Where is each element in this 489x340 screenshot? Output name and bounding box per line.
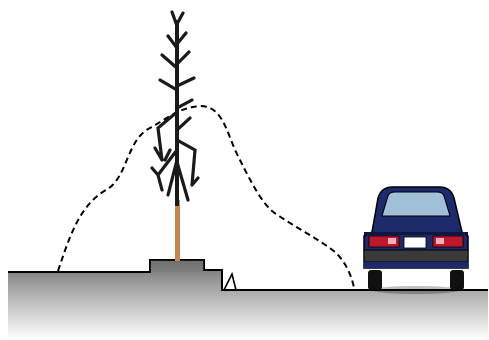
rear-bumper bbox=[364, 250, 468, 262]
car-rear-view bbox=[364, 187, 468, 294]
rear-left-tire bbox=[368, 270, 382, 290]
ground-profile bbox=[8, 260, 488, 340]
license-plate bbox=[404, 237, 426, 248]
root-ball bbox=[150, 260, 204, 272]
rear-right-tire bbox=[450, 270, 464, 290]
tree-trunk bbox=[175, 200, 180, 261]
young-tree bbox=[152, 12, 198, 261]
mature-canopy-outline bbox=[58, 106, 354, 288]
rear-window bbox=[382, 192, 450, 216]
